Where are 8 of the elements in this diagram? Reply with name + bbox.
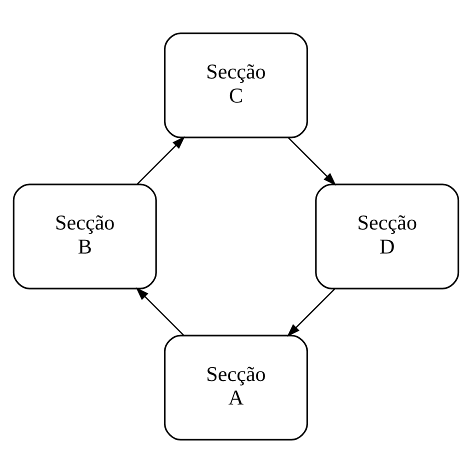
- node-box: Secção C: [164, 32, 308, 138]
- arrow: [136, 287, 184, 336]
- node-box: Secção B: [12, 184, 157, 290]
- arrow: [286, 288, 336, 337]
- node-box: Secção A: [164, 334, 308, 441]
- node-box: Secção D: [315, 184, 460, 290]
- arrow: [136, 136, 186, 185]
- arrow: [288, 137, 336, 186]
